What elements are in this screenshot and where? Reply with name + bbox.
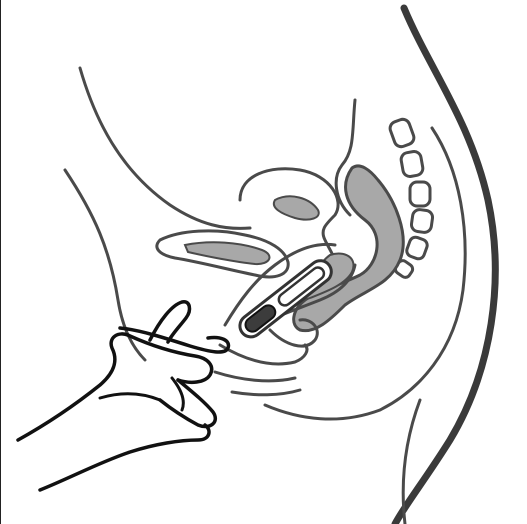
hand-wrist-bottom — [40, 425, 209, 490]
hand-middle-finger — [160, 380, 215, 427]
thigh-lower-contour — [232, 390, 300, 395]
vertebra — [410, 182, 430, 206]
labia-contour — [220, 345, 307, 364]
rectum — [294, 166, 404, 331]
bladder-fill — [185, 242, 269, 264]
vertebra — [388, 117, 416, 148]
uterus-fill — [274, 196, 319, 219]
vertebra — [411, 209, 434, 234]
abdomen-contour — [80, 68, 250, 228]
vertebra — [405, 236, 429, 261]
vertebra — [400, 150, 424, 177]
hand-palm-outline — [18, 334, 212, 440]
hand — [18, 302, 228, 490]
hand-knuckle-line — [100, 394, 160, 400]
labia-lower-contour — [215, 372, 295, 381]
